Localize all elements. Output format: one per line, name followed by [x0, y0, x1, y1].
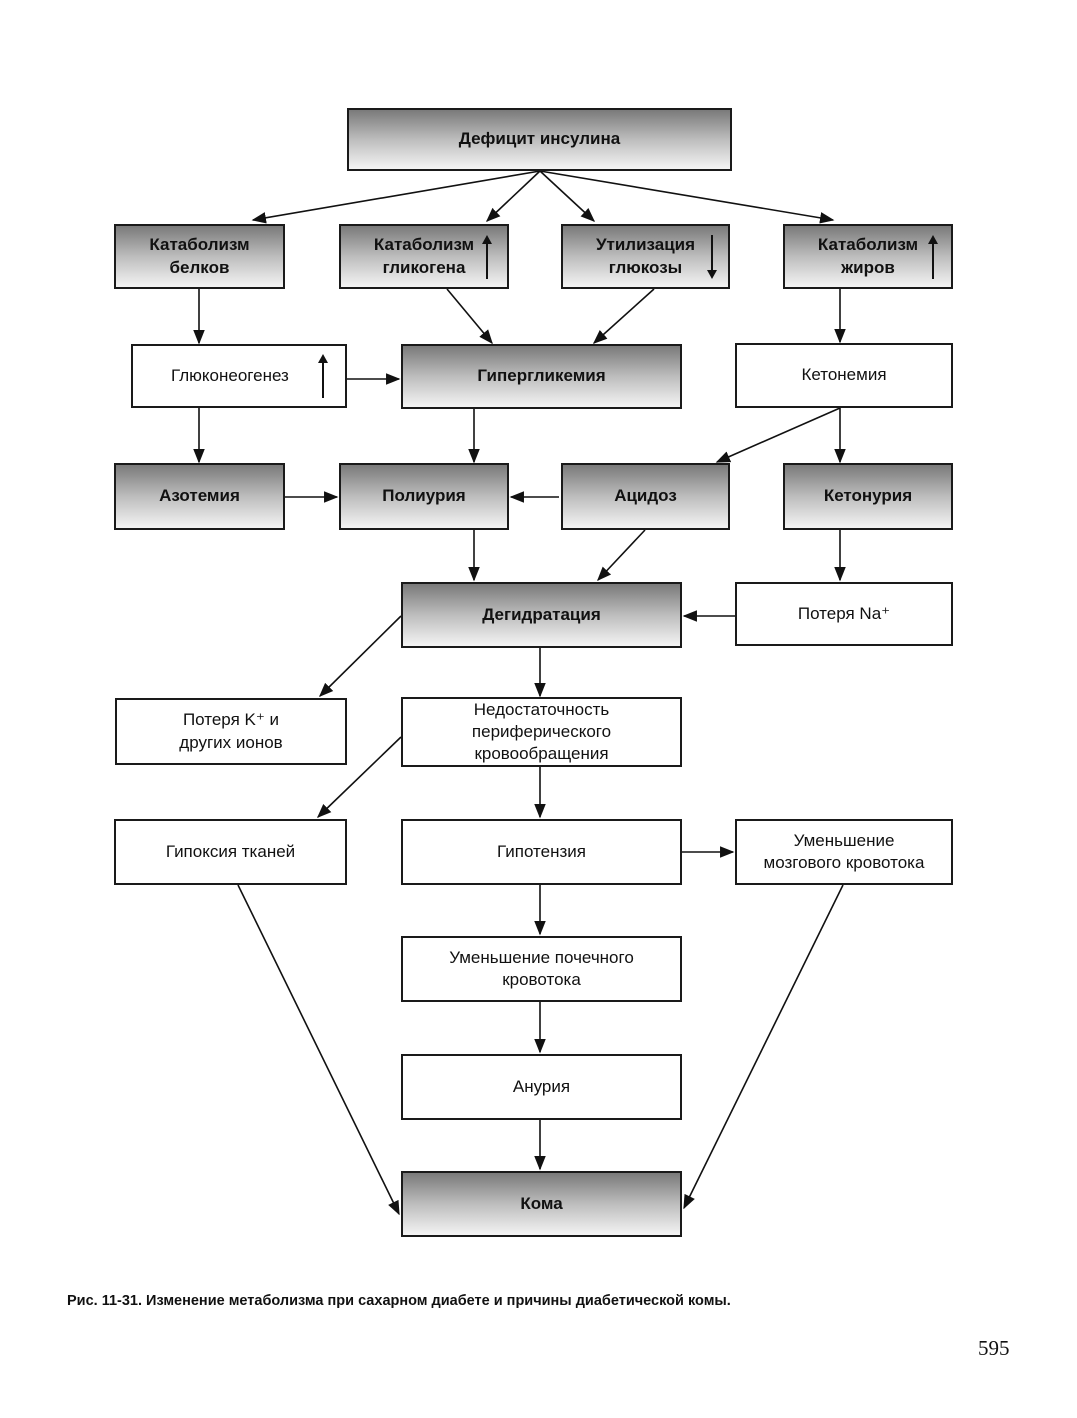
fat-catabolism-label: Катаболизм жиров: [817, 235, 919, 277]
cerebral-blood-flow-label: Уменьшение мозгового кровотока: [763, 830, 925, 872]
insulin-deficit-label: Дефицит инсулина: [458, 129, 621, 149]
connector-arrow: [539, 170, 596, 222]
cerebral-blood-flow-box: Уменьшение мозгового кровотока: [735, 819, 953, 885]
anuria-box: Анурия: [401, 1054, 682, 1120]
ketonemia-label: Кетонемия: [801, 365, 887, 385]
connector-arrow: [316, 736, 402, 818]
fat-catabolism-box: Катаболизм жиров: [783, 224, 953, 289]
hypotension-box: Гипотензия: [401, 819, 682, 885]
protein-catabolism-box: Катаболизм белков: [114, 224, 285, 289]
connector-arrow: [539, 170, 835, 224]
connector-arrow: [318, 615, 402, 698]
increase-arrow-icon: [318, 354, 328, 398]
gluconeogenesis-label: Глюконеогенез: [171, 365, 289, 385]
figure-caption: Рис. 11-31. Изменение метаболизма при са…: [67, 1293, 731, 1309]
hypotension-label: Гипотензия: [497, 841, 586, 861]
azotemia-label: Азотемия: [159, 486, 240, 506]
renal-blood-flow-box: Уменьшение почечного кровотока: [401, 936, 682, 1002]
glucose-utilization-box: Утилизация глюкозы: [561, 224, 730, 289]
acidosis-box: Ацидоз: [561, 463, 730, 530]
connector-arrow: [251, 170, 541, 224]
coma-label: Кома: [520, 1193, 563, 1213]
sodium-loss-label: Потеря Na⁺: [797, 603, 891, 623]
connector-arrow: [715, 407, 841, 463]
connector-arrow: [237, 884, 400, 1216]
polyuria-box: Полиурия: [339, 463, 509, 530]
glycogen-catabolism-label: Катаболизм гликогена: [373, 235, 475, 277]
ketonuria-box: Кетонурия: [783, 463, 953, 530]
azotemia-box: Азотемия: [114, 463, 285, 530]
glucose-utilization-label: Утилизация глюкозы: [595, 235, 696, 277]
anuria-label: Анурия: [512, 1076, 571, 1096]
polyuria-label: Полиурия: [382, 486, 466, 506]
hyperglycemia-box: Гипергликемия: [401, 344, 682, 409]
increase-arrow-icon: [482, 234, 492, 279]
sodium-loss-box: Потеря Na⁺: [735, 582, 953, 646]
dehydration-label: Дегидратация: [482, 604, 601, 624]
connector-arrow: [446, 288, 493, 345]
increase-arrow-icon: [928, 234, 938, 279]
renal-blood-flow-label: Уменьшение почечного кровотока: [449, 947, 634, 989]
peripheral-insufficiency-label: Недостаточность периферического кровообр…: [471, 699, 612, 764]
connector-arrow: [597, 529, 646, 582]
glycogen-catabolism-box: Катаболизм гликогена: [339, 224, 509, 289]
page-number: 595: [978, 1336, 1010, 1360]
coma-box: Кома: [401, 1171, 682, 1237]
tissue-hypoxia-label: Гипоксия тканей: [165, 841, 296, 861]
peripheral-insufficiency-box: Недостаточность периферического кровообр…: [401, 697, 682, 767]
tissue-hypoxia-box: Гипоксия тканей: [114, 819, 347, 885]
connector-arrow: [683, 884, 844, 1210]
ketonuria-label: Кетонурия: [823, 486, 913, 506]
acidosis-label: Ацидоз: [614, 486, 677, 506]
ketonemia-box: Кетонемия: [735, 343, 953, 408]
hyperglycemia-label: Гипергликемия: [477, 366, 606, 386]
connector-arrow: [485, 170, 541, 222]
gluconeogenesis-box: Глюконеогенез: [131, 344, 347, 408]
potassium-loss-box: Потеря K⁺ и других ионов: [115, 698, 347, 765]
insulin-deficit-box: Дефицит инсулина: [347, 108, 732, 171]
decrease-arrow-icon: [707, 234, 717, 279]
connector-arrow: [592, 288, 655, 344]
protein-catabolism-label: Катаболизм белков: [149, 235, 250, 277]
dehydration-box: Дегидратация: [401, 582, 682, 648]
potassium-loss-label: Потеря K⁺ и других ионов: [179, 710, 283, 752]
